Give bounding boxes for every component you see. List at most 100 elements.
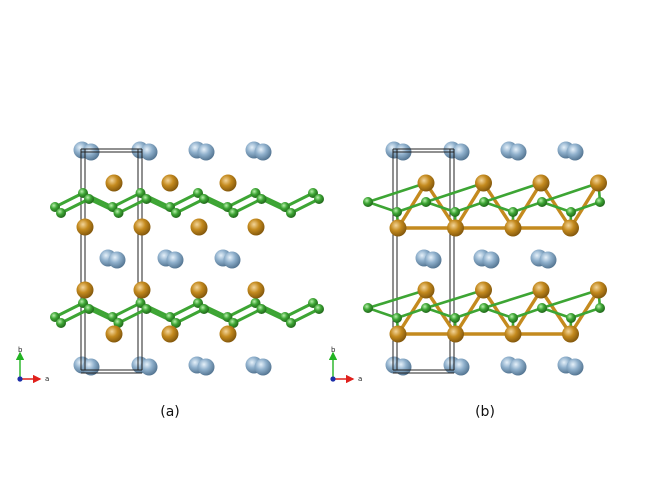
blue-atom xyxy=(82,358,100,376)
blue-atom xyxy=(140,358,158,376)
bond xyxy=(453,306,486,320)
orange-atom xyxy=(76,218,94,236)
axis-label-a: a xyxy=(45,375,49,383)
green-atom xyxy=(314,194,324,204)
orange-atom xyxy=(133,281,151,299)
bond xyxy=(59,197,91,215)
blue-atom xyxy=(452,143,470,161)
green-atom xyxy=(286,318,296,328)
bond xyxy=(453,181,486,230)
green-atom xyxy=(256,304,267,314)
bond xyxy=(283,191,315,209)
bond xyxy=(226,301,257,319)
bond xyxy=(174,197,206,215)
orange-atom xyxy=(590,174,607,192)
bond xyxy=(53,191,85,209)
blue-atom xyxy=(254,143,272,161)
bond xyxy=(540,200,573,214)
green-atom xyxy=(508,313,518,323)
blue-atom xyxy=(394,358,412,376)
green-atom xyxy=(113,208,124,218)
bond xyxy=(482,181,543,204)
green-atom xyxy=(141,194,152,204)
orange-atom xyxy=(562,219,579,237)
green-atom xyxy=(421,197,431,207)
bond xyxy=(289,307,321,325)
green-atom xyxy=(84,194,94,204)
bond xyxy=(424,200,457,214)
bond xyxy=(511,306,544,320)
orange-atom xyxy=(532,174,550,192)
blue-atom xyxy=(452,358,470,376)
structure-panel-a xyxy=(50,141,324,376)
bond xyxy=(453,200,486,214)
bond xyxy=(540,306,573,320)
blue-atom xyxy=(566,143,584,161)
bond xyxy=(289,197,321,215)
green-atom xyxy=(595,197,605,207)
green-atom xyxy=(450,207,460,217)
orange-atom xyxy=(447,219,464,237)
bond xyxy=(481,181,515,230)
green-atom xyxy=(537,197,547,207)
bond xyxy=(366,181,428,204)
green-atom xyxy=(479,197,489,207)
bond xyxy=(111,191,142,209)
green-atom xyxy=(56,208,66,218)
bond xyxy=(482,288,543,310)
green-atom xyxy=(537,303,547,313)
bond xyxy=(424,288,485,310)
bond xyxy=(168,191,200,209)
orange-atom xyxy=(219,325,237,343)
green-atom xyxy=(363,197,373,207)
bond xyxy=(168,301,200,319)
structure-panel-b xyxy=(363,141,607,376)
orange-atom xyxy=(417,281,435,299)
bond xyxy=(540,288,600,310)
orange-atom xyxy=(105,174,123,192)
orange-atom xyxy=(190,218,208,236)
bond xyxy=(111,301,142,319)
bond xyxy=(395,200,428,214)
bond xyxy=(366,306,399,320)
panel-caption-b: (b) xyxy=(475,404,495,420)
orange-atom xyxy=(247,281,265,299)
green-atom xyxy=(228,208,239,218)
blue-atom xyxy=(166,251,184,269)
blue-atom xyxy=(566,358,584,376)
green-atom xyxy=(595,303,605,313)
blue-atom xyxy=(424,251,442,269)
blue-atom xyxy=(140,143,158,161)
green-atom xyxy=(392,207,402,217)
green-atom xyxy=(141,304,152,314)
orange-atom xyxy=(389,325,407,343)
orange-atom xyxy=(475,174,492,192)
orange-atom xyxy=(161,325,179,343)
orange-atom xyxy=(76,281,94,299)
bond xyxy=(540,181,600,204)
orange-atom xyxy=(417,174,435,192)
blue-atom xyxy=(108,251,126,269)
bond xyxy=(569,306,602,320)
bond xyxy=(226,191,257,209)
blue-atom xyxy=(223,251,241,269)
orange-atom xyxy=(219,174,237,192)
orange-atom xyxy=(389,219,407,237)
green-atom xyxy=(171,208,181,218)
bond xyxy=(232,307,263,325)
bond xyxy=(283,301,315,319)
green-atom xyxy=(479,303,489,313)
green-atom xyxy=(566,313,576,323)
blue-atom xyxy=(482,251,500,269)
green-atom xyxy=(508,207,518,217)
bond xyxy=(511,181,543,230)
green-atom xyxy=(171,318,181,328)
axis-label-a: a xyxy=(358,375,362,383)
axis-label-b: b xyxy=(18,346,23,354)
orange-atom xyxy=(247,218,265,236)
orange-atom xyxy=(105,325,123,343)
bond xyxy=(569,200,602,214)
bond xyxy=(366,288,428,310)
bond xyxy=(424,306,457,320)
blue-atom xyxy=(197,143,215,161)
